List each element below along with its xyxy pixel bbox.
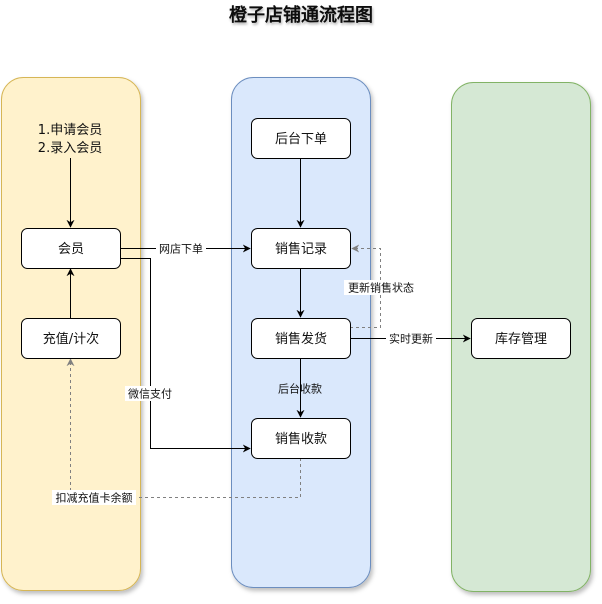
svg-text:微信支付: 微信支付 (128, 387, 172, 401)
node-sales-ship[interactable]: 销售发货 (251, 318, 351, 359)
edge-deduct-balance (66, 358, 301, 498)
label-deduct-balance: 扣减充值卡余额 (52, 490, 136, 505)
node-inventory[interactable]: 库存管理 (471, 318, 571, 359)
svg-text:实时更新: 实时更新 (389, 332, 433, 346)
label-update-status: 更新销售状态 (344, 280, 418, 295)
svg-text:更新销售状态: 更新销售状态 (348, 281, 414, 295)
node-sales-record-label: 销售记录 (275, 241, 327, 257)
node-recharge-label: 充值/计次 (43, 331, 99, 347)
diagram-title: 橙子店铺通流程图 (229, 4, 373, 26)
note-enter-member: 2.录入会员 (38, 141, 102, 156)
node-recharge[interactable]: 充值/计次 (21, 318, 121, 359)
svg-text:网店下单: 网店下单 (159, 242, 203, 256)
node-inventory-label: 库存管理 (495, 331, 547, 347)
node-sales-payment-label: 销售收款 (275, 431, 327, 447)
label-realtime-update: 实时更新 (386, 331, 436, 346)
node-sales-ship-label: 销售发货 (275, 331, 327, 347)
node-member-label: 会员 (58, 242, 84, 257)
svg-text:后台收款: 后台收款 (278, 382, 322, 396)
node-sales-record[interactable]: 销售记录 (251, 228, 351, 269)
label-backend-payment: 后台收款 (278, 382, 322, 396)
svg-text:扣减充值卡余额: 扣减充值卡余额 (56, 491, 133, 505)
note-apply-member: 1.申请会员 (38, 123, 102, 138)
label-online-order: 网店下单 (156, 241, 206, 256)
node-backend-order-label: 后台下单 (275, 132, 327, 147)
edge-wechat-pay (120, 258, 251, 453)
node-backend-order[interactable]: 后台下单 (251, 118, 351, 159)
node-sales-payment[interactable]: 销售收款 (251, 418, 351, 459)
label-wechat-pay: 微信支付 (125, 386, 175, 401)
node-member[interactable]: 会员 (21, 228, 121, 269)
